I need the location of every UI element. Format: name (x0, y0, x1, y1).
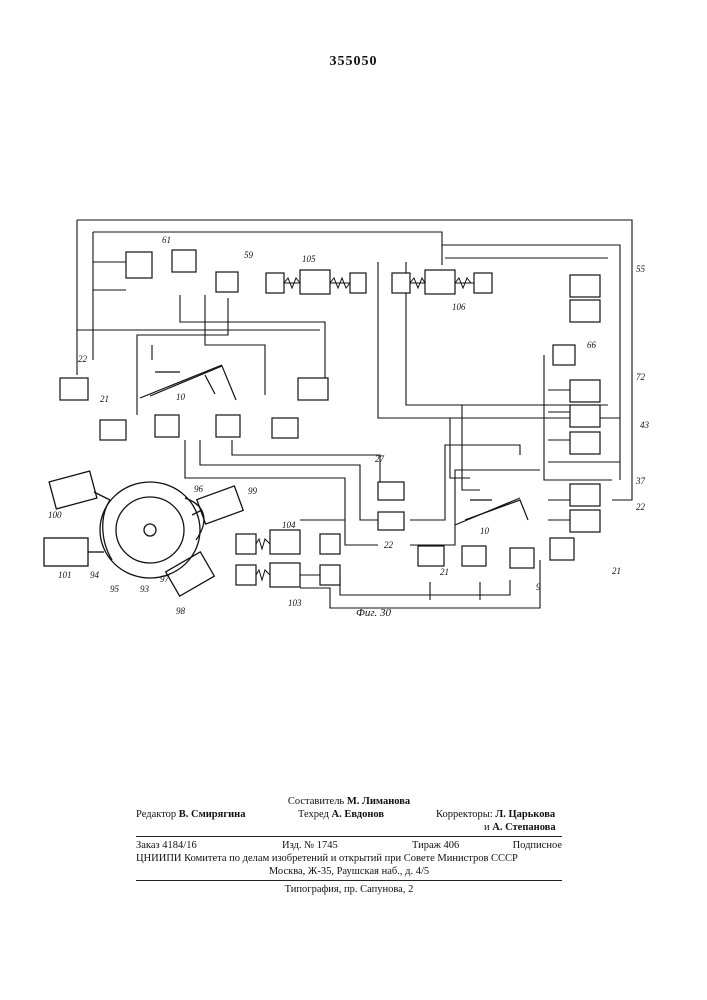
compiler-name: М. Лиманова (347, 796, 410, 807)
label-99: 99 (248, 486, 258, 496)
order-line: Заказ 4184/16 Изд. № 1745 Тираж 406 Подп… (136, 839, 562, 852)
label-21: 21 (100, 394, 109, 404)
divider-bottom (136, 880, 562, 881)
label-96: 96 (194, 484, 204, 494)
cam-mechanism (44, 471, 243, 596)
label-27: 27 (375, 454, 385, 464)
label-105: 105 (302, 254, 316, 264)
address-line: Москва, Ж-35, Раушская наб., д. 4/5 (136, 865, 562, 878)
label-72: 72 (636, 372, 646, 382)
label-22-c: 22 (636, 502, 646, 512)
label-22: 22 (78, 354, 88, 364)
circulation: Тираж 406 (412, 839, 459, 852)
correctors-label: Корректоры: (436, 809, 493, 820)
techred-label: Техред (298, 809, 329, 820)
label-106: 106 (452, 302, 466, 312)
institute-line: ЦНИИПИ Комитета по делам изобретений и о… (136, 852, 562, 865)
label-59: 59 (244, 250, 254, 260)
label-10: 10 (176, 392, 186, 402)
label-37: 37 (635, 476, 646, 486)
imprint-block: Составитель М. Лиманова Редактор В. Смир… (136, 795, 562, 896)
figure-caption: Фиг. 30 (356, 607, 391, 619)
label-97: 97 (160, 574, 170, 584)
label-22-b: 22 (384, 540, 394, 550)
compiler-label: Составитель (288, 796, 344, 807)
subscription: Подписное (513, 839, 562, 852)
corrector-2-line: и А. Степанова (136, 821, 562, 834)
label-101: 101 (58, 570, 72, 580)
label-94: 94 (90, 570, 100, 580)
label-100: 100 (48, 510, 62, 520)
editor-label: Редактор (136, 809, 176, 820)
corrector-2: А. Степанова (492, 822, 555, 833)
label-43: 43 (640, 420, 650, 430)
corrector-and: и (484, 822, 490, 833)
label-104: 104 (282, 520, 296, 530)
label-9: 9 (536, 582, 541, 592)
printer-line: Типография, пр. Сапунова, 2 (136, 883, 562, 896)
editor-name: В. Смирягина (179, 809, 246, 820)
label-21-c: 21 (612, 566, 621, 576)
label-55: 55 (636, 264, 646, 274)
label-10-b: 10 (480, 526, 490, 536)
editors-line: Редактор В. Смирягина Техред А. Евдонов … (136, 808, 562, 821)
techred-name: А. Евдонов (332, 809, 385, 820)
corrector-1: Л. Царькова (495, 809, 555, 820)
label-21-b: 21 (440, 567, 449, 577)
label-93: 93 (140, 584, 150, 594)
label-95: 95 (110, 584, 120, 594)
compiler-line: Составитель М. Лиманова (136, 795, 562, 808)
label-61: 61 (162, 235, 171, 245)
label-98: 98 (176, 606, 186, 616)
label-103: 103 (288, 598, 302, 608)
label-66: 66 (587, 340, 597, 350)
issue-number: Изд. № 1745 (282, 839, 338, 852)
divider-top (136, 836, 562, 837)
order-number: Заказ 4184/16 (136, 839, 197, 852)
